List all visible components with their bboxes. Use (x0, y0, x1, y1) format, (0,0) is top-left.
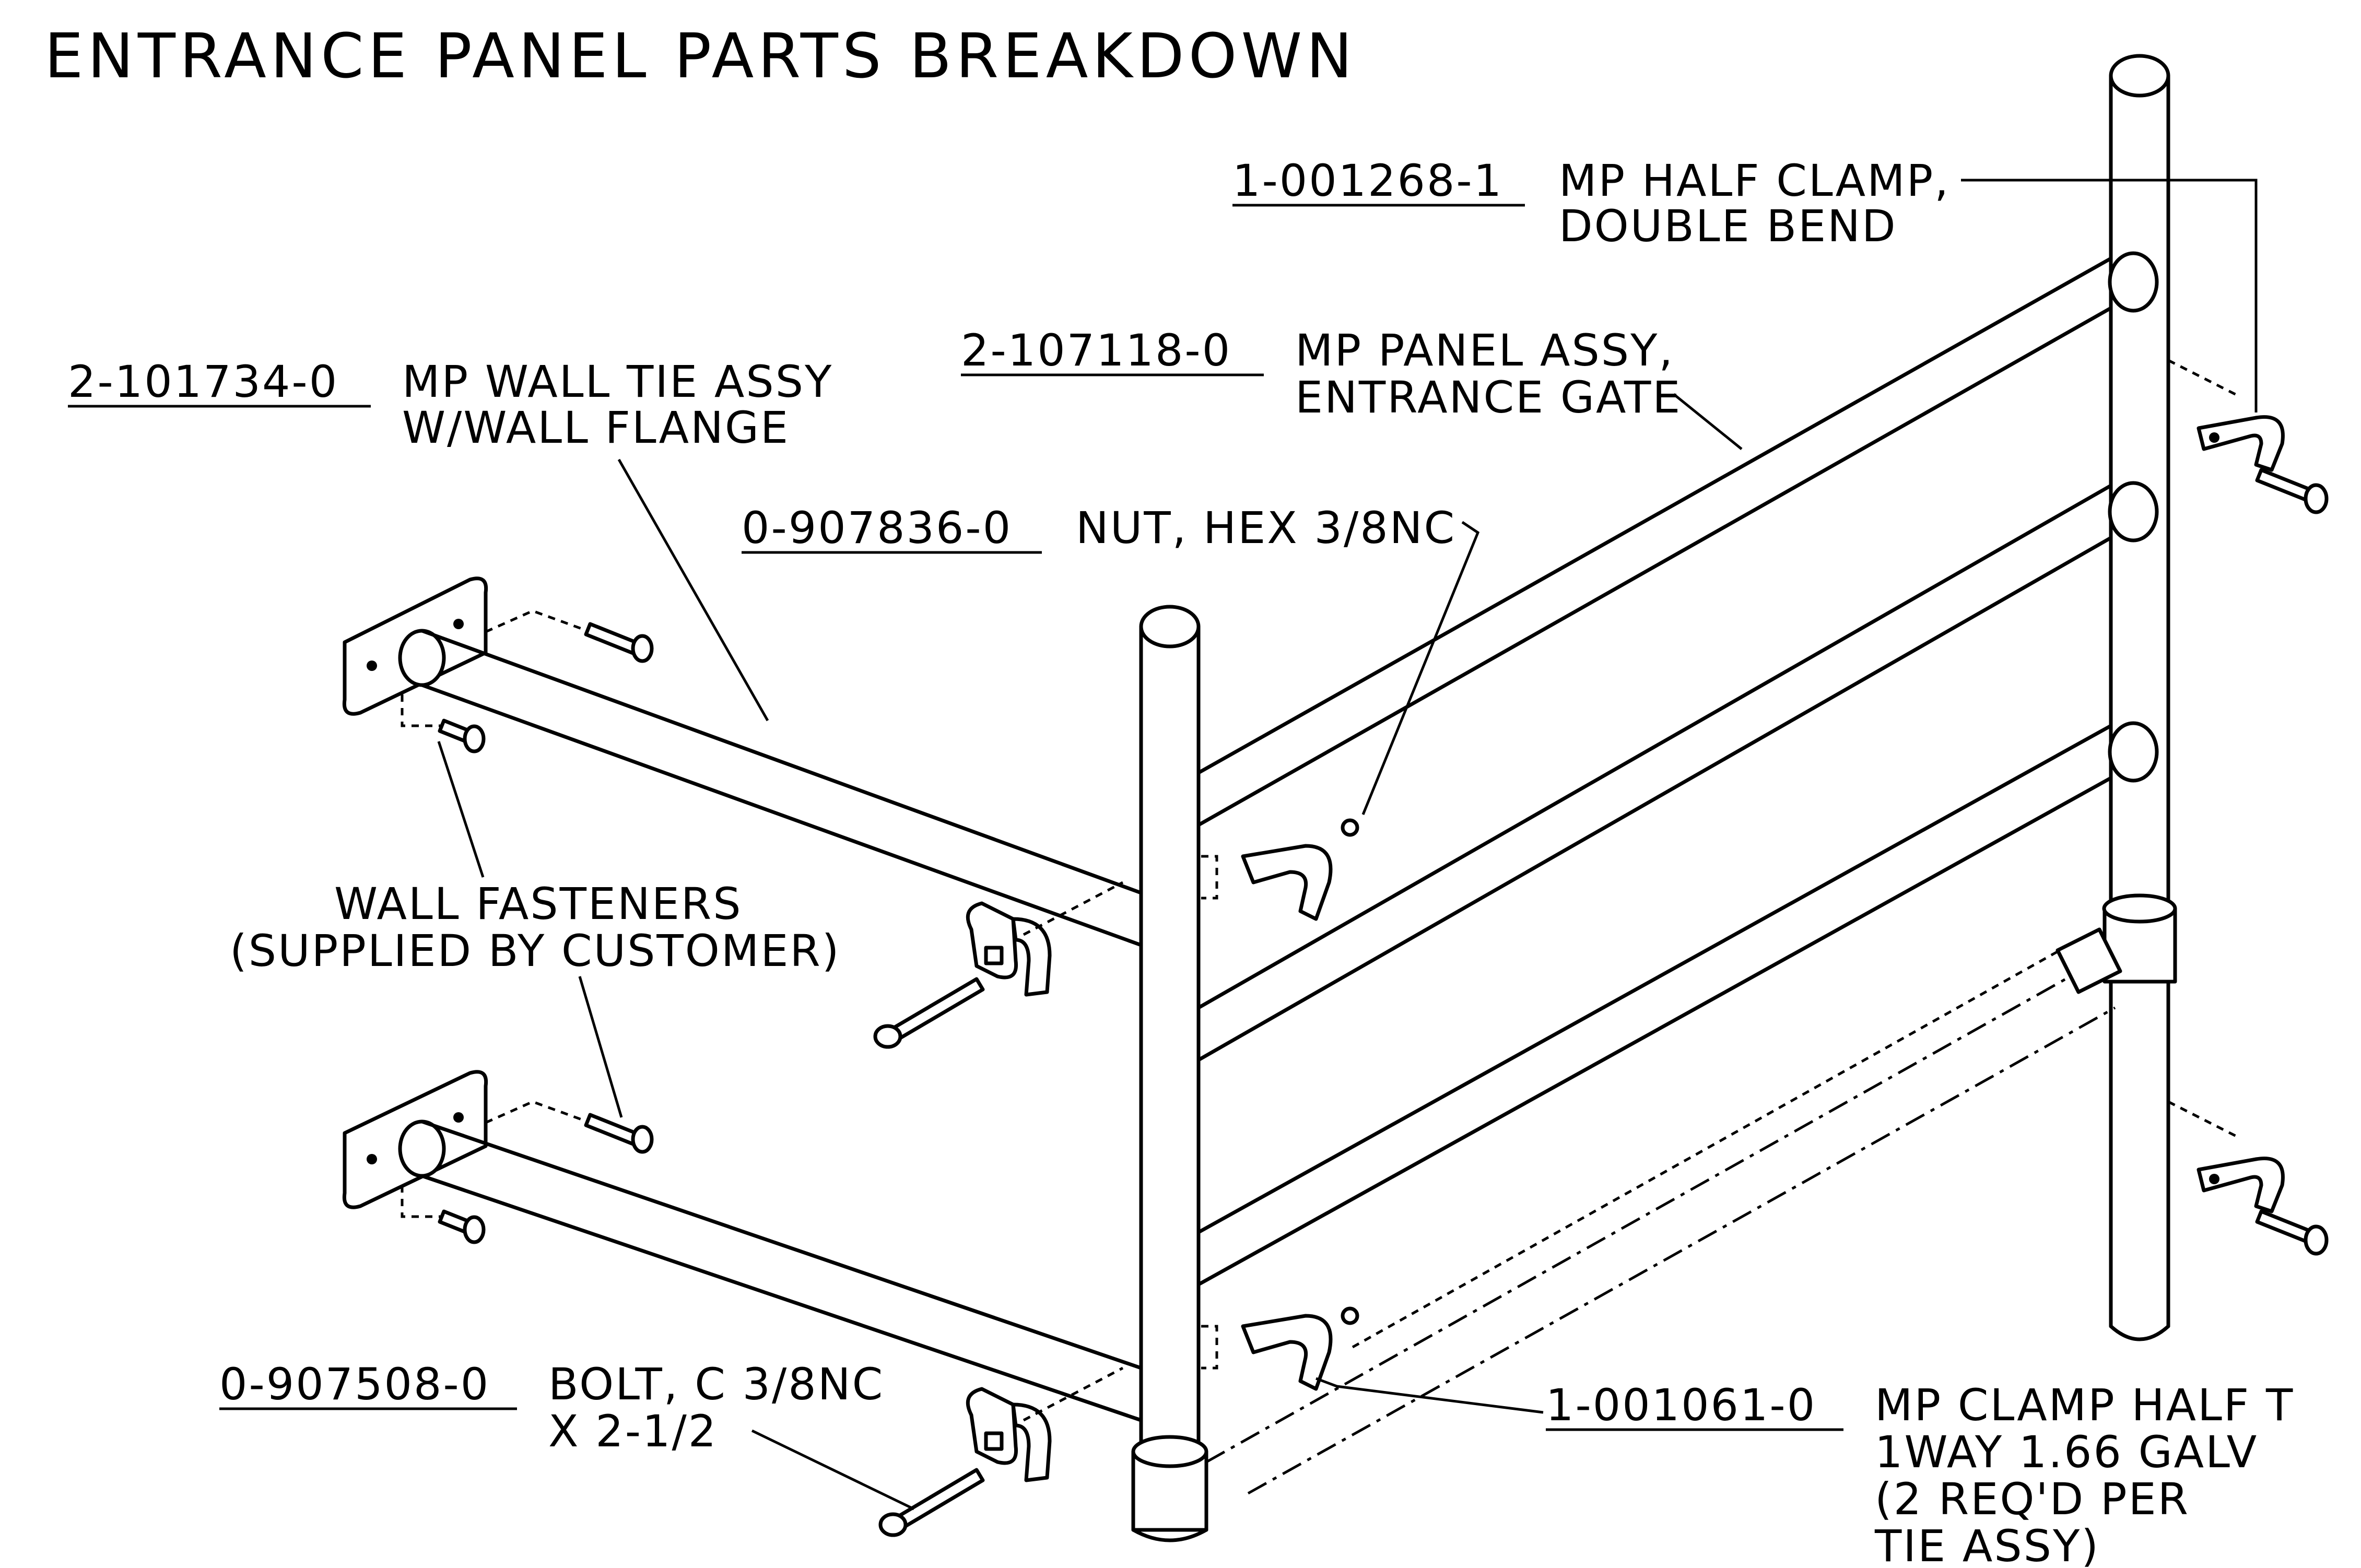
callout-bolt: 0-907508-0 BOLT, C 3/8NC X 2-1/2 (219, 1359, 915, 1511)
part-description: MP WALL TIE ASSY (402, 356, 833, 407)
part-description: NUT, HEX 3/8NC (1076, 502, 1456, 553)
part-description: MP HALF CLAMP, (1559, 155, 1950, 206)
part-number: 0-907836-0 (742, 502, 1012, 553)
callout-wall-tie-assy: 2-101734-0 MP WALL TIE ASSY W/WALL FLANG… (68, 356, 833, 722)
part-number: 1-001061-0 (1546, 1380, 1816, 1431)
upper-half-clamp-on-post (1201, 818, 1359, 921)
callout-nut-hex: 0-907836-0 NUT, HEX 3/8NC (742, 502, 1480, 815)
center-post (1131, 605, 1208, 1542)
lower-clamp-half-t (878, 1366, 1124, 1537)
part-description: BOLT, C 3/8NC (548, 1359, 884, 1410)
right-post (2109, 54, 2170, 1341)
page-title: ENTRANCE PANEL PARTS BREAKDOWN (44, 20, 1356, 92)
callout-half-clamp-double-bend: 1-001268-1 MP HALF CLAMP, DOUBLE BEND (1232, 155, 2258, 412)
part-number: 2-107118-0 (961, 325, 1231, 376)
part-description: (2 REQ'D PER (1875, 1473, 2190, 1525)
part-description: MP PANEL ASSY, (1295, 325, 1674, 376)
half-clamp-double-bend-lower (2167, 1100, 2329, 1256)
part-description: W/WALL FLANGE (402, 402, 790, 453)
part-description: WALL FASTENERS (334, 878, 743, 929)
entrance-gate-panel (1196, 251, 2159, 1287)
upper-clamp-half-t (873, 881, 1124, 1049)
part-description: X 2-1/2 (548, 1406, 718, 1457)
part-description: DOUBLE BEND (1559, 201, 1897, 252)
right-post-t-clamp (2055, 893, 2177, 994)
part-description: (SUPPLIED BY CUSTOMER) (230, 925, 841, 976)
diagonal-brace (1205, 938, 2116, 1495)
part-number: 1-001268-1 (1232, 155, 1503, 206)
part-number: 0-907508-0 (219, 1359, 490, 1410)
half-clamp-double-bend-upper (2167, 359, 2329, 514)
part-description: MP CLAMP HALF T (1875, 1380, 2294, 1431)
lower-half-clamp-on-post (1201, 1306, 1359, 1391)
callout-clamp-half-t: 1-001061-0 MP CLAMP HALF T 1WAY 1.66 GAL… (1315, 1377, 2294, 1568)
lower-wall-tie (342, 1070, 1143, 1422)
upper-wall-tie (342, 576, 1143, 947)
part-description: 1WAY 1.66 GALV (1875, 1426, 2258, 1478)
callout-wall-fasteners: WALL FASTENERS (SUPPLIED BY CUSTOMER) (230, 741, 841, 1118)
part-description: TIE ASSY) (1874, 1520, 2100, 1568)
part-number: 2-101734-0 (68, 356, 338, 407)
part-description: ENTRANCE GATE (1295, 372, 1682, 423)
callout-panel-assy: 2-107118-0 MP PANEL ASSY, ENTRANCE GATE (961, 325, 1743, 450)
